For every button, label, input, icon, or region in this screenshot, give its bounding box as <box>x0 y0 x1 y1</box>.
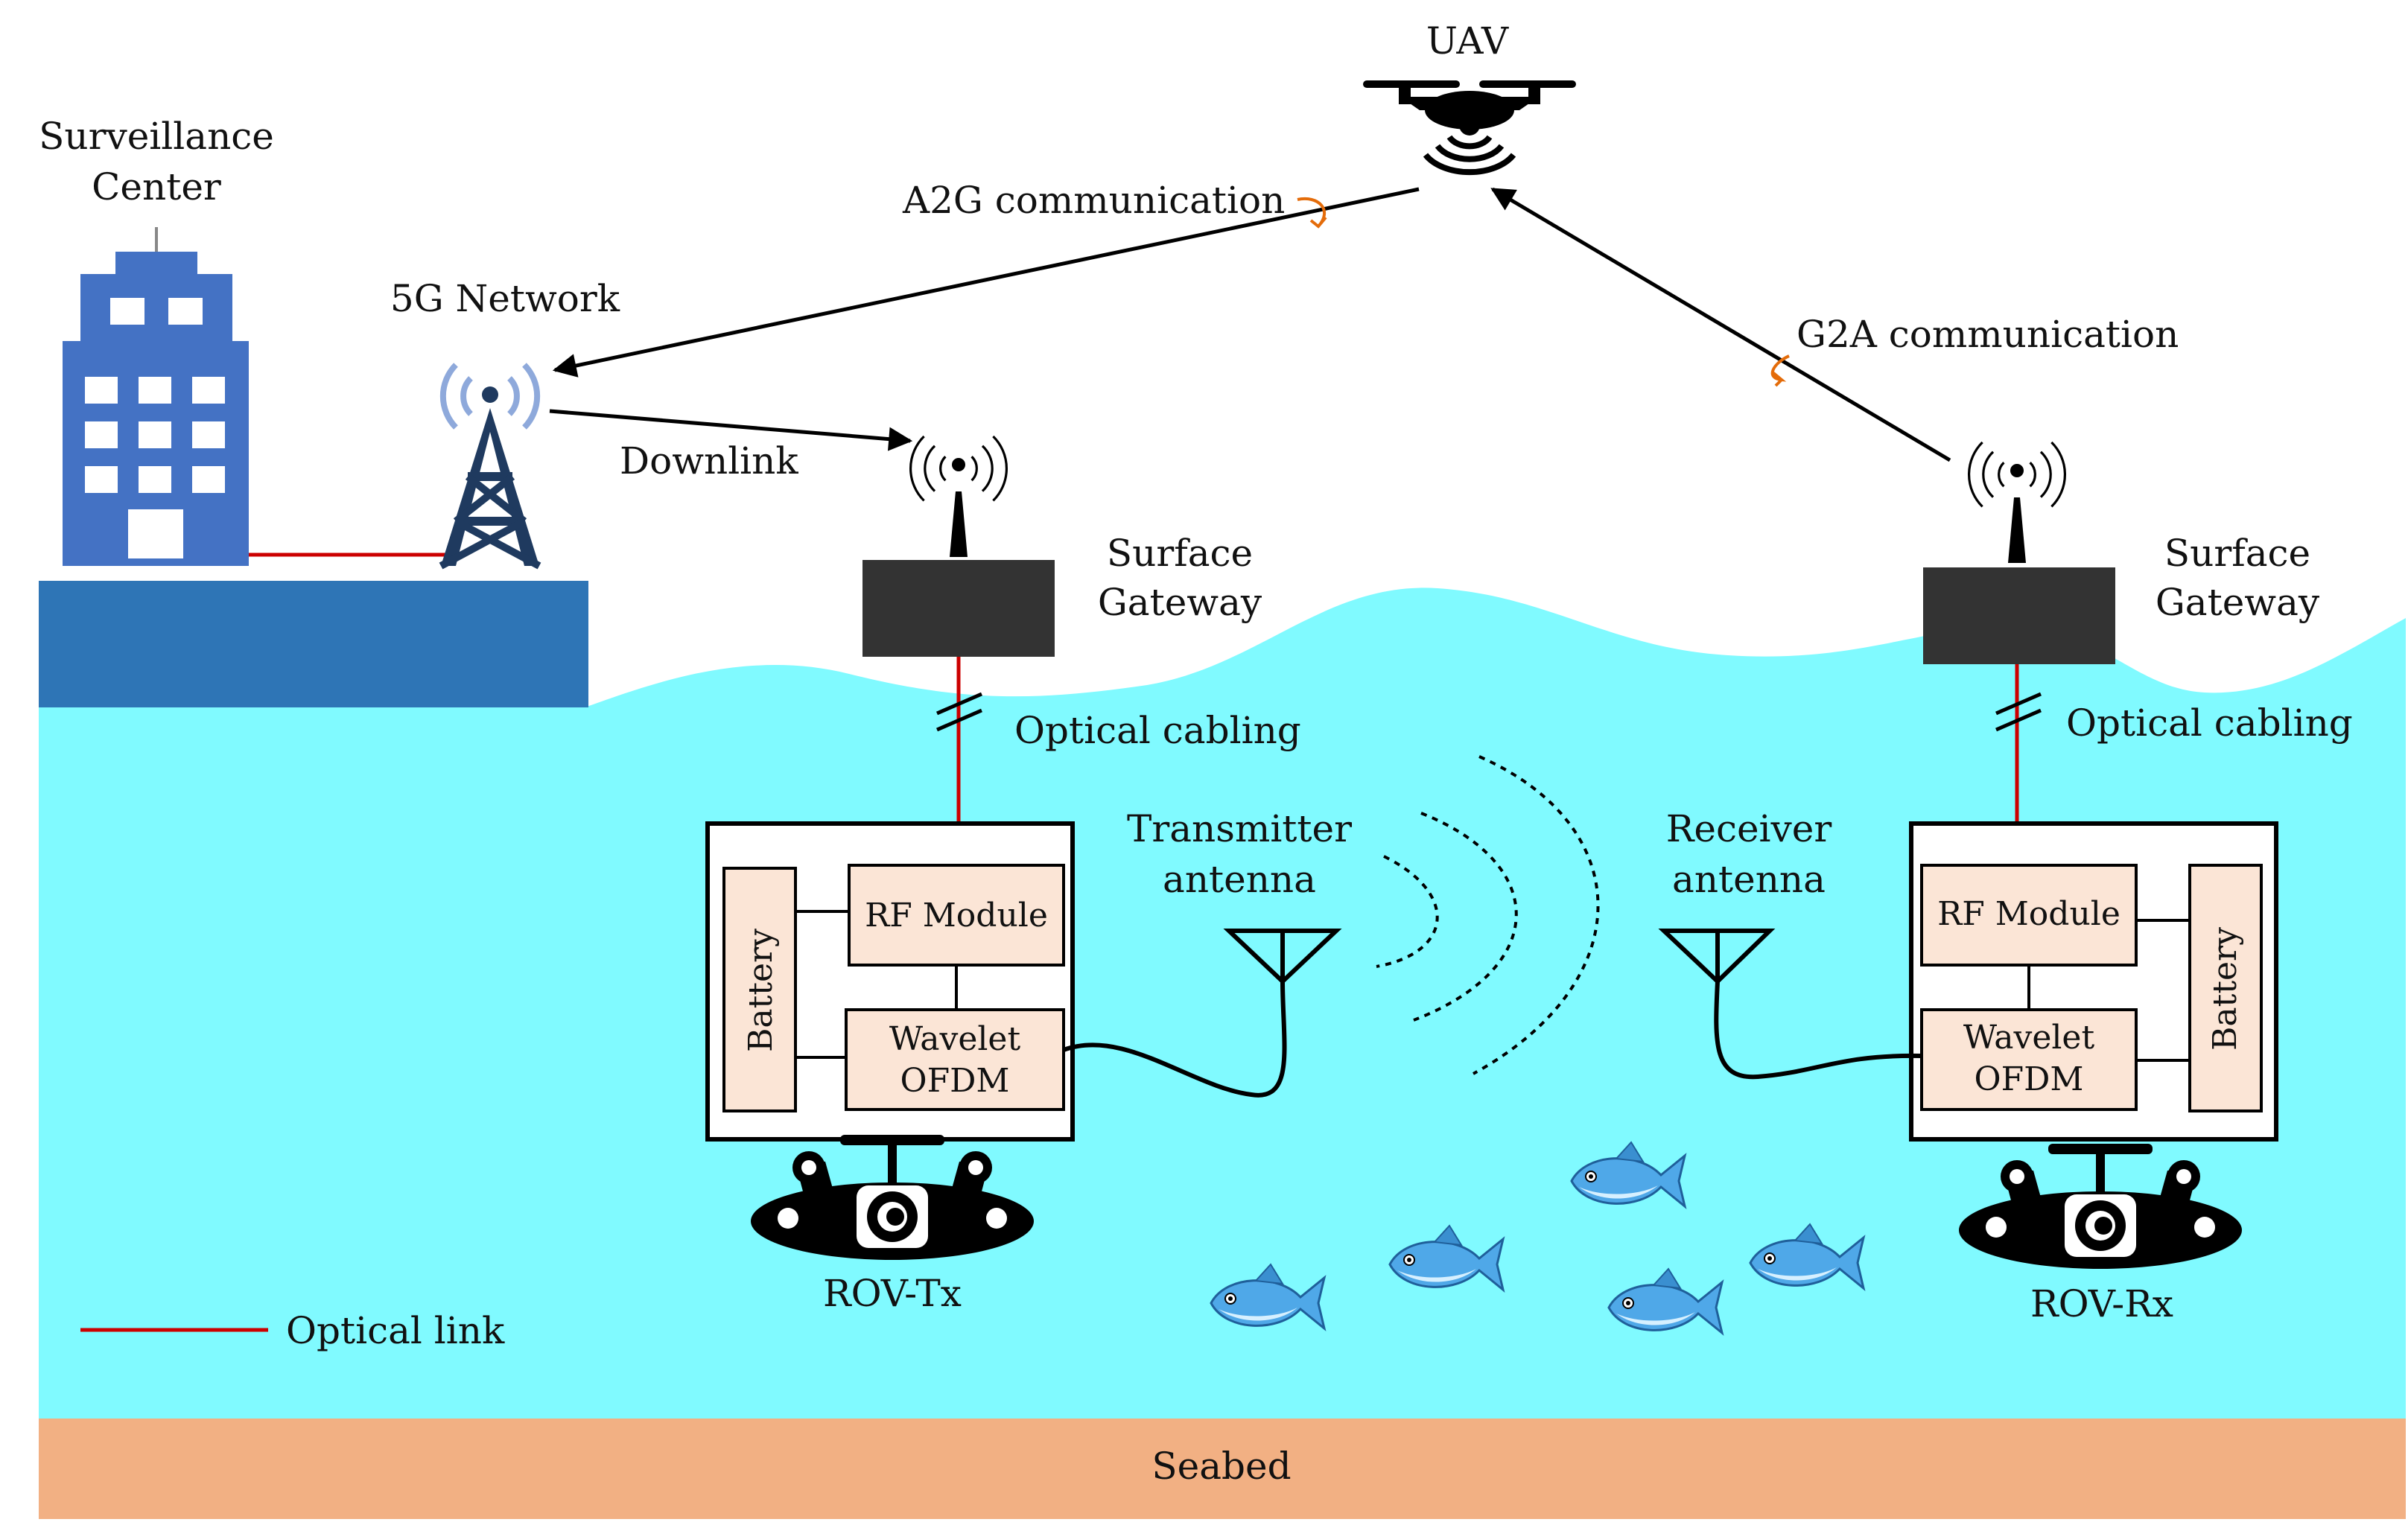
surface-gateway-right <box>1923 441 2115 664</box>
uav-signal-icon <box>1423 135 1516 176</box>
rx-rf-module-label: RF Module <box>1937 895 2120 933</box>
a2g-arrow <box>552 187 1420 378</box>
tx-ofdm-label: OFDM <box>900 1062 1010 1100</box>
surface-gateway-left-label-2: Gateway <box>1098 581 1262 624</box>
g2a-arrow <box>1490 187 1951 462</box>
transmitter-antenna-label: Transmitter <box>1127 807 1352 850</box>
optical-cabling-right-label: Optical cabling <box>2066 701 2353 745</box>
5g-network-label: 5G Network <box>390 277 620 320</box>
downlink-arrow <box>549 409 913 451</box>
a2g-rotate-icon <box>1297 197 1327 229</box>
transmitter-antenna-label-2: antenna <box>1163 858 1316 901</box>
tx-battery-label: Battery <box>742 929 780 1052</box>
a2g-label: A2G communication <box>902 179 1285 222</box>
uav-drone-icon <box>1363 80 1576 136</box>
receiver-antenna-icon <box>1658 929 1922 1080</box>
g2a-label: G2A communication <box>1797 313 2179 356</box>
rx-module-box <box>1909 821 2278 1142</box>
seabed-strip <box>39 1419 2406 1519</box>
transmitter-antenna-icon <box>1062 929 1342 1098</box>
tx-rf-module-label: RF Module <box>865 897 1048 935</box>
surface-gateway-right-label-2: Gateway <box>2156 581 2320 624</box>
land-platform <box>39 581 588 707</box>
cable-break-left-icon <box>936 692 982 732</box>
5g-tower-icon <box>439 386 541 570</box>
5g-signal-icon <box>439 363 541 430</box>
receiver-antenna-label: Receiver <box>1666 807 1832 850</box>
seabed-label: Seabed <box>1151 1445 1291 1488</box>
downlink-label: Downlink <box>620 439 798 483</box>
rx-wavelet-label: Wavelet <box>1963 1019 2095 1057</box>
tx-wavelet-label: Wavelet <box>889 1020 1021 1058</box>
surveillance-center-label: Surveillance <box>39 115 274 158</box>
optical-cabling-left-label: Optical cabling <box>1014 709 1301 752</box>
rov-rx-label: ROV-Rx <box>2030 1282 2173 1325</box>
g2a-rotate-icon <box>1770 354 1790 387</box>
rov-tx-label: ROV-Tx <box>823 1272 962 1315</box>
rx-battery-label: Battery <box>2206 927 2244 1051</box>
radio-wave-icon <box>1376 755 1600 1075</box>
surface-gateway-left <box>863 435 1055 657</box>
water-body <box>39 588 2406 1422</box>
surveillance-center-label-2: Center <box>92 165 221 208</box>
legend-optical-link-label: Optical link <box>286 1309 505 1352</box>
surface-gateway-left-label: Surface <box>1107 532 1253 575</box>
receiver-antenna-label-2: antenna <box>1672 858 1826 901</box>
surface-gateway-right-label: Surface <box>2164 532 2310 575</box>
cable-break-right-icon <box>1995 692 2042 732</box>
uav-label: UAV <box>1426 19 1509 63</box>
tx-module-box <box>705 821 1075 1142</box>
surveillance-building-icon <box>63 227 249 566</box>
rx-ofdm-label: OFDM <box>1975 1060 2084 1098</box>
